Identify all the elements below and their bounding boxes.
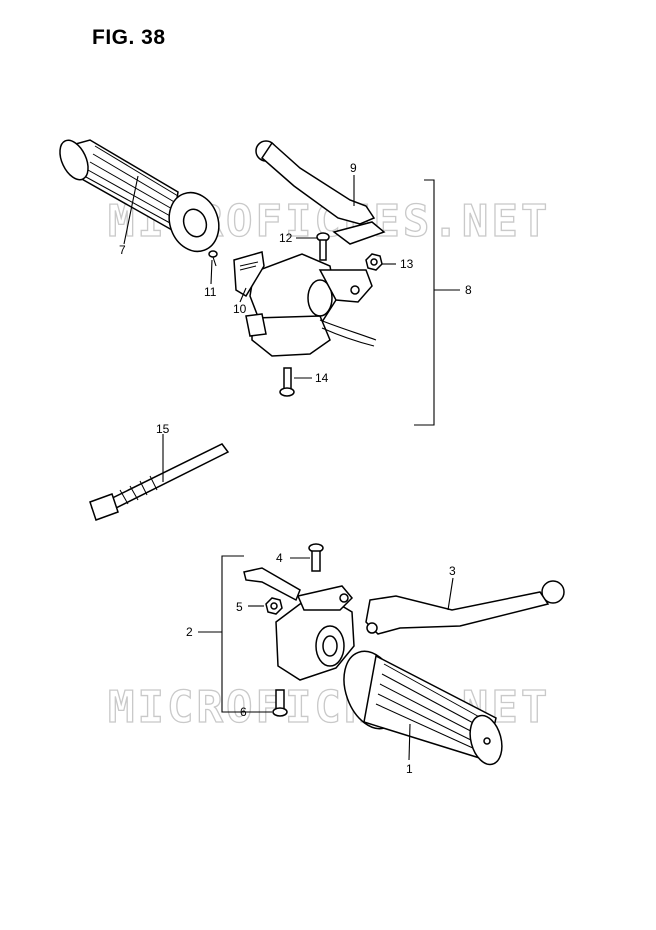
- right-grip: [343, 650, 503, 766]
- left-switch-housing: [245, 253, 377, 357]
- switch-knob: [233, 251, 265, 298]
- callout-14: 14: [315, 371, 329, 385]
- lower-bolt-lower: [272, 689, 288, 717]
- callout-15: 15: [156, 422, 170, 436]
- leader-lines: [123, 175, 460, 761]
- brake-lever: [365, 580, 565, 635]
- callout-3: 3: [449, 564, 456, 578]
- callout-13: 13: [400, 257, 414, 271]
- right-switch-housing: [243, 567, 355, 681]
- callout-5: 5: [236, 600, 243, 614]
- callout-10: 10: [233, 302, 247, 316]
- callout-8: 8: [465, 283, 472, 297]
- callout-2: 2: [186, 625, 193, 639]
- callout-11: 11: [204, 285, 217, 299]
- callout-6: 6: [240, 705, 247, 719]
- callout-12: 12: [279, 231, 293, 245]
- left-grip: [59, 139, 220, 253]
- clutch-lever: [255, 140, 386, 245]
- small-screw: [208, 250, 218, 267]
- callout-9: 9: [350, 161, 357, 175]
- callout-1: 1: [406, 762, 413, 776]
- lower-nut: [265, 597, 283, 615]
- callout-7: 7: [119, 243, 126, 257]
- housing-bolt-upper: [316, 232, 330, 261]
- cable-strap: [89, 443, 230, 521]
- figure-title: FIG. 38: [92, 26, 166, 49]
- housing-nut: [365, 253, 383, 271]
- callout-4: 4: [276, 551, 283, 565]
- housing-bolt-lower: [279, 367, 295, 397]
- lower-bolt-upper: [308, 543, 324, 572]
